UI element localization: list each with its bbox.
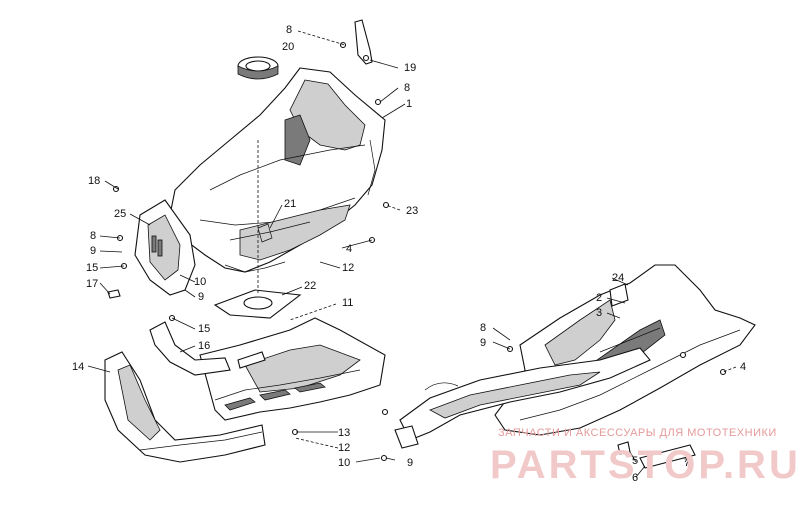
bracket-16 bbox=[149, 321, 231, 376]
callout-8: 8 bbox=[90, 230, 96, 242]
callout-12: 12 bbox=[338, 442, 350, 454]
watermark: ЗАПЧАСТИ И АКСЕССУАРЫ ДЛЯ МОТОТЕХНИКИ PA… bbox=[490, 427, 800, 487]
watermark-tagline: ЗАПЧАСТИ И АКСЕССУАРЫ ДЛЯ МОТОТЕХНИКИ bbox=[498, 427, 777, 439]
callout-15: 15 bbox=[198, 323, 210, 335]
watermark-brand: PARTSTOP.RU bbox=[490, 443, 800, 487]
strap-5-7 bbox=[617, 441, 696, 469]
gasket-ring bbox=[237, 56, 279, 80]
plate-22 bbox=[213, 289, 302, 319]
callout-labels: 8 20 19 8 1 18 25 21 23 8 9 4 15 12 10 1… bbox=[72, 24, 746, 484]
callout-12: 12 bbox=[342, 262, 354, 274]
callout-23: 23 bbox=[406, 205, 418, 217]
callout-1: 1 bbox=[406, 98, 412, 110]
callout-9: 9 bbox=[90, 245, 96, 257]
lower-belly-pan bbox=[199, 317, 386, 421]
callout-8: 8 bbox=[404, 82, 410, 94]
callout-17: 17 bbox=[86, 278, 98, 290]
callout-2: 2 bbox=[596, 292, 602, 304]
callout-8: 8 bbox=[480, 322, 486, 334]
callout-5: 5 bbox=[632, 455, 638, 467]
callout-4: 4 bbox=[346, 243, 352, 255]
callout-18: 18 bbox=[88, 175, 100, 187]
callout-3: 3 bbox=[596, 307, 602, 319]
callout-15: 15 bbox=[86, 262, 98, 274]
callout-20: 20 bbox=[282, 41, 294, 53]
callout-22: 22 bbox=[304, 280, 316, 292]
callout-13: 13 bbox=[338, 427, 350, 439]
callout-8: 8 bbox=[286, 24, 292, 36]
callout-16: 16 bbox=[198, 340, 210, 352]
callout-4: 4 bbox=[740, 361, 746, 373]
callout-9: 9 bbox=[198, 291, 204, 303]
callout-10: 10 bbox=[338, 457, 350, 469]
upper-pan-assembly bbox=[169, 67, 386, 273]
callout-9: 9 bbox=[480, 337, 486, 349]
callout-10: 10 bbox=[194, 276, 206, 288]
callout-21: 21 bbox=[284, 198, 296, 210]
callout-11: 11 bbox=[342, 297, 353, 309]
fasteners bbox=[112, 41, 727, 462]
callout-19: 19 bbox=[404, 62, 416, 74]
callout-25: 25 bbox=[114, 208, 126, 220]
callout-14: 14 bbox=[72, 361, 84, 373]
side-rail bbox=[394, 347, 651, 449]
right-belly-pan bbox=[494, 264, 756, 436]
leader-lines bbox=[87, 30, 737, 478]
callout-7: 7 bbox=[684, 457, 690, 469]
callout-9: 9 bbox=[407, 457, 413, 469]
callout-24: 24 bbox=[612, 272, 624, 284]
plate-21 bbox=[257, 140, 273, 295]
front-bumper bbox=[104, 351, 266, 463]
callout-6: 6 bbox=[632, 472, 638, 484]
bracket-19 bbox=[354, 19, 373, 65]
